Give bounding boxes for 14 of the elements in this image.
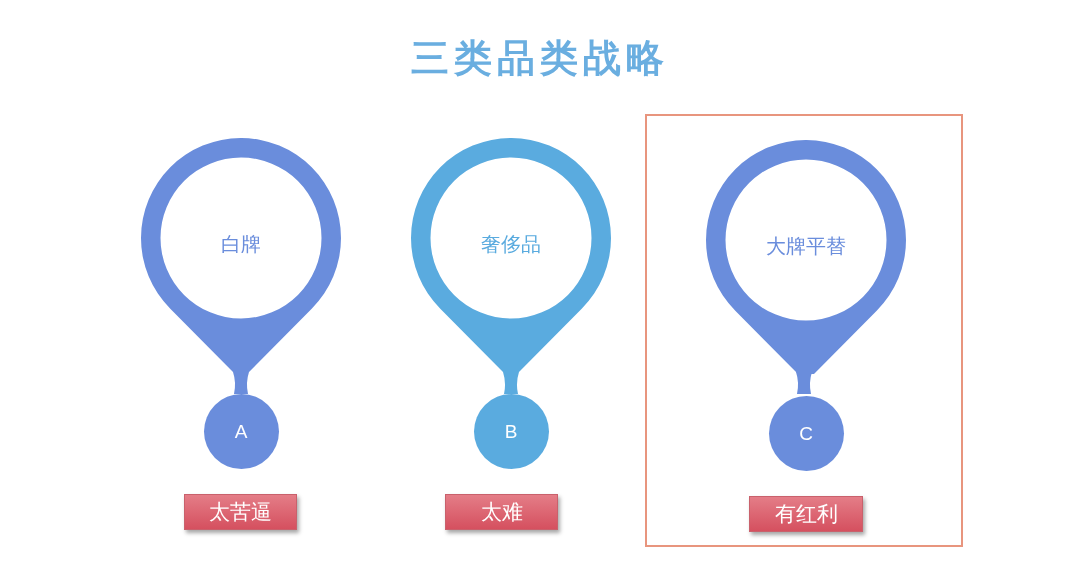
stem-line — [233, 372, 249, 394]
title: 三类品类战略 — [411, 36, 669, 80]
label-banner: 太苦逼 — [184, 494, 297, 530]
label-banner: 太难 — [445, 494, 558, 530]
pin-label: 大牌平替 — [766, 234, 846, 258]
letter-circle: B — [473, 393, 549, 469]
stem-line — [503, 372, 519, 394]
label-banner: 有红利 — [749, 496, 863, 532]
letter-circle: A — [203, 393, 279, 469]
pin-label: 白牌 — [221, 232, 261, 256]
highlight-frame — [645, 114, 963, 547]
letter-circle: C — [768, 395, 844, 471]
pin-label: 奢侈品 — [481, 232, 541, 256]
stem-line — [796, 372, 812, 394]
